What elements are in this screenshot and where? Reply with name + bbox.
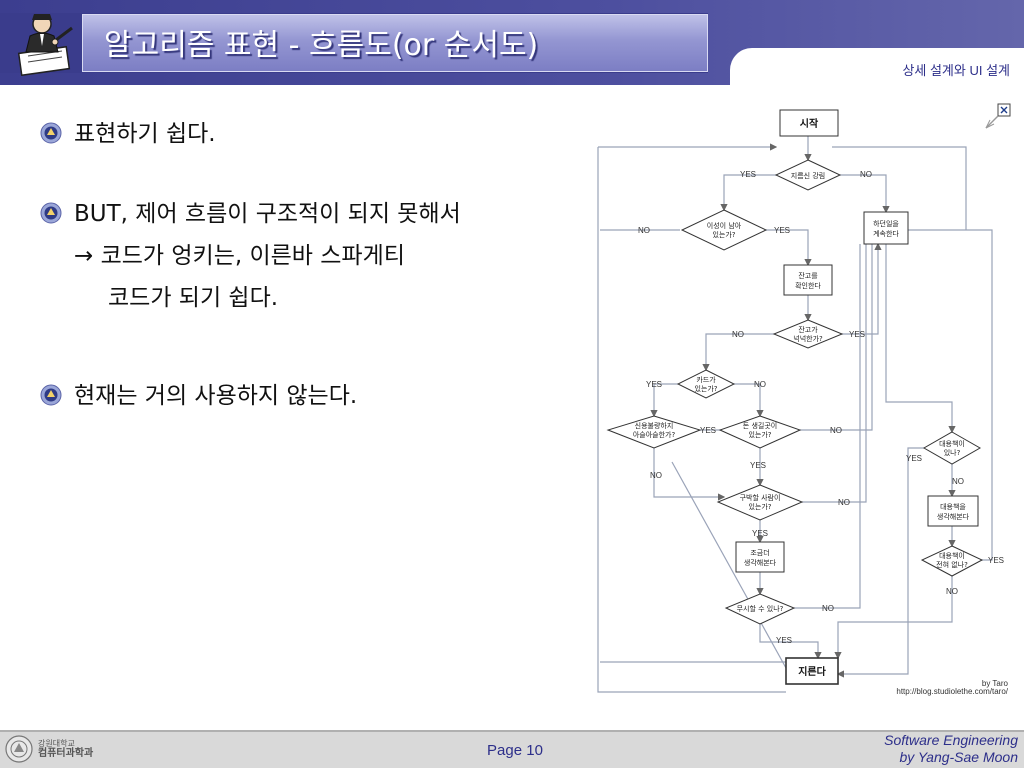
flowchart-diagram: 시작 지름신 강림 이성이 남아 있는가? 하던일을 계속한다 잔고를 확인한다… <box>597 109 1009 696</box>
flowchart-image: 시작 지름신 강림 이성이 남아 있는가? 하던일을 계속한다 잔고를 확인한다… <box>596 102 1018 700</box>
fc-node: 조금더 <box>750 548 769 557</box>
expand-image-icon[interactable] <box>984 102 1014 132</box>
fc-no-label: NO <box>830 426 842 435</box>
fc-node: 대용책이 <box>939 551 965 560</box>
fc-yes-label: YES <box>849 330 865 339</box>
footer-divider <box>0 730 1024 732</box>
fc-node: 전혀 없나? <box>936 560 968 569</box>
fc-credit-url: http://blog.studiolethe.com/taro/ <box>896 687 1008 696</box>
fc-node: 신용불량하지 <box>635 421 674 430</box>
fc-no-label: NO <box>638 226 650 235</box>
slide-subtitle: 상세 설계와 UI 설계 <box>902 63 1010 78</box>
fc-node: 무시할 수 있나? <box>737 604 784 613</box>
bullet-text: 현재는 거의 사용하지 않는다. <box>74 383 358 409</box>
university-logo: 강원대학교 컴퓨터과학과 <box>4 733 104 765</box>
fc-node: 있는가? <box>748 502 771 511</box>
fc-no-label: NO <box>946 587 958 596</box>
fc-node: 생각해본다 <box>937 512 970 521</box>
fc-credit-by: by Taro <box>982 679 1009 688</box>
fc-node: 넉넉한가? <box>793 334 823 343</box>
fc-yes-label: YES <box>752 529 768 538</box>
course-name: Software Engineering <box>884 732 1018 748</box>
fc-no-label: NO <box>838 498 850 507</box>
bullet-emblem-icon <box>40 384 62 406</box>
fc-no-label: NO <box>650 471 662 480</box>
footer-credit: Software Engineering by Yang-Sae Moon <box>884 732 1018 766</box>
fc-yes-label: YES <box>906 454 922 463</box>
fc-node: 잔고를 <box>798 271 818 280</box>
bullet-text: 표현하기 쉽다. <box>74 121 216 147</box>
fc-node: 카드가 <box>696 375 716 384</box>
fc-yes-label: YES <box>740 170 756 179</box>
fc-node: 확인한다 <box>795 281 821 290</box>
logo-line-1: 강원대학교 <box>38 739 75 748</box>
fc-start: 시작 <box>800 117 819 130</box>
fc-node: 이성이 남아 <box>707 221 742 230</box>
title-box <box>82 14 708 72</box>
slide-footer <box>0 730 1024 768</box>
bullet-text: BUT, 제어 흐름이 구조적이 되지 못해서 <box>74 201 461 227</box>
fc-node: 대용책이 <box>939 439 965 448</box>
fc-no-label: NO <box>754 380 766 389</box>
fc-node: 하던일을 <box>873 219 899 228</box>
fc-no-label: NO <box>952 477 964 486</box>
fc-yes-label: YES <box>700 426 716 435</box>
fc-no-label: NO <box>860 170 872 179</box>
fc-yes-label: YES <box>988 556 1004 565</box>
fc-node: 잔고가 <box>798 325 818 334</box>
fc-node: 구박할 사람이 <box>740 493 781 502</box>
fc-node: 있나? <box>944 448 961 457</box>
writer-logo-icon <box>17 14 73 76</box>
bullet-continuation: → 코드가 엉키는, 이른바 스파게티 <box>74 243 405 269</box>
author-name: by Yang-Sae Moon <box>899 749 1018 765</box>
subtitle-tab <box>730 48 1024 85</box>
fc-node: 있는가? <box>712 230 735 239</box>
fc-no-label: NO <box>732 330 744 339</box>
logo-line-2: 컴퓨터과학과 <box>38 748 94 759</box>
fc-node: 있는가? <box>694 384 717 393</box>
bullet-item: BUT, 제어 흐름이 구조적이 되지 못해서 <box>40 195 461 233</box>
bullet-item: 표현하기 쉽다. <box>40 115 216 153</box>
page-number: Page 10 <box>487 742 543 759</box>
fc-node: 생각해본다 <box>744 558 777 567</box>
fc-node: 지름신 강림 <box>791 171 825 180</box>
fc-no-label: NO <box>822 604 834 613</box>
fc-yes-label: YES <box>750 461 766 470</box>
fc-yes-label: YES <box>774 226 790 235</box>
fc-node: 있는가? <box>748 430 771 439</box>
university-seal-icon <box>5 735 33 763</box>
bullet-emblem-icon <box>40 202 62 224</box>
slide-title: 알고리즘 표현 - 흐름도(or 순서도) <box>104 28 539 63</box>
fc-node: 아슬아슬한가? <box>633 430 676 439</box>
bullet-item: 현재는 거의 사용하지 않는다. <box>40 377 357 415</box>
bullet-continuation: 코드가 되기 쉽다. <box>108 285 279 311</box>
fc-node: 돈 생길곳이 <box>743 421 777 430</box>
bullet-emblem-icon <box>40 122 62 144</box>
fc-end: 지른다 <box>798 665 826 678</box>
fc-node: 대용책을 <box>940 502 966 511</box>
fc-node: 계속한다 <box>873 229 899 238</box>
fc-yes-label: YES <box>646 380 662 389</box>
fc-yes-label: YES <box>776 636 792 645</box>
